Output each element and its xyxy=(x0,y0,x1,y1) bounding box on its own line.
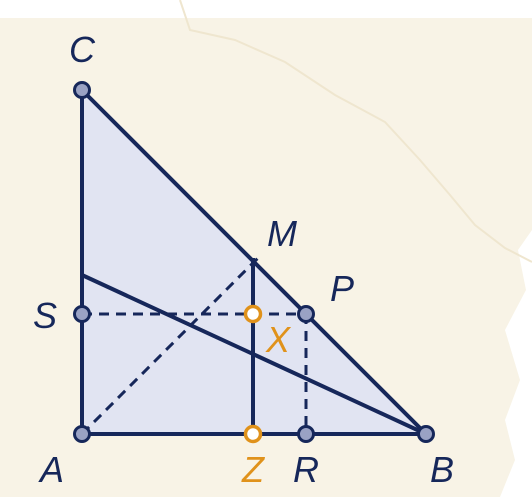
perforation-hole xyxy=(134,7,144,17)
perforation-hole xyxy=(115,7,125,17)
paper-perforations xyxy=(1,7,144,17)
label-r: R xyxy=(293,449,319,490)
perforation-hole xyxy=(1,7,11,17)
label-m: M xyxy=(267,213,297,254)
paper-torn-edge xyxy=(179,0,532,263)
perforation-hole xyxy=(58,7,68,17)
perforation-hole xyxy=(96,7,106,17)
point-z xyxy=(243,424,263,444)
point-s xyxy=(73,305,91,323)
label-z: Z xyxy=(241,449,265,490)
point-x xyxy=(243,304,263,324)
label-s: S xyxy=(33,295,57,336)
perforation-hole xyxy=(39,7,49,17)
perforation-hole xyxy=(77,7,87,17)
label-p: P xyxy=(330,268,354,309)
label-c: C xyxy=(69,29,96,70)
label-a: A xyxy=(38,449,64,490)
point-b xyxy=(417,425,435,443)
point-a xyxy=(73,425,91,443)
label-x: X xyxy=(265,319,292,360)
dashed-segment-am xyxy=(80,256,260,436)
point-r xyxy=(297,425,315,443)
segment-sb xyxy=(81,273,427,436)
point-c xyxy=(73,81,91,99)
point-p xyxy=(297,305,315,323)
label-b: B xyxy=(430,449,454,490)
perforation-hole xyxy=(20,7,30,17)
